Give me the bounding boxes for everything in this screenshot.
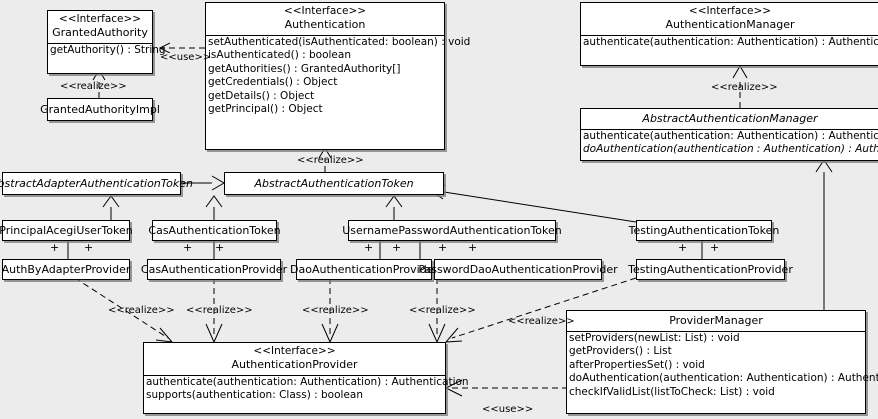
compartment-separator: setAuthenticated(isAuthenticated: boolea… [206,35,471,116]
class-auth-by-adapter-provider[interactable]: AuthByAdapterProvider [2,259,130,280]
association-marker-plus: + [468,241,478,254]
class-authentication-manager[interactable]: <<Interface>> AuthenticationManager auth… [580,2,878,66]
class-cas-authentication-token[interactable]: CasAuthenticationToken [148,220,281,241]
class-name-label: AuthenticationProvider [231,358,358,371]
member-row: isAuthenticated() : boolean [208,49,351,62]
member-row: afterPropertiesSet() : void [569,358,705,371]
edge-label-use-granted-authority: <<use>> [160,52,212,63]
edge-label-realize-authentication-manager: <<realize>> [711,82,778,93]
member-row: checkIfValidList(listToCheck: List) : vo… [569,385,775,398]
member-row: doAuthentication(authentication: Authent… [569,372,878,385]
stereotype-label: <<Interface>> [283,5,367,17]
member-row: setProviders(newList: List) : void [569,332,740,344]
association-marker-plus: + [183,241,193,254]
member-row: authenticate(authentication: Authenticat… [583,130,878,142]
member-row: supports(authentication: Class) : boolea… [146,389,363,402]
class-abstract-adapter-authentication-token[interactable]: AbstractAdapterAuthenticationToken [0,172,193,195]
class-header: <<Interface>> AuthenticationProvider [144,343,445,375]
edge-label-realize-cas-provider: <<realize>> [186,305,253,316]
association-marker-plus: + [364,241,374,254]
class-cas-authentication-provider[interactable]: CasAuthenticationProvider [141,259,287,280]
class-username-password-authentication-token[interactable]: UsernamePasswordAuthenticationToken [342,220,562,241]
edge-label-realize-testing-provider: <<realize>> [508,316,575,327]
class-header: <<Interface>> AuthenticationManager [581,3,878,35]
class-name-label: AuthenticationManager [665,18,795,31]
class-name-label: TestingAuthenticationToken [628,224,780,237]
compartment-separator: authenticate(authentication: Authenticat… [144,375,469,403]
member-row: getAuthority() : String [50,44,166,56]
class-name-label: PrincipalAcegiUserToken [0,224,133,237]
compartment-separator: setProviders(newList: List) : void getPr… [567,331,878,399]
class-name-label: PasswordDaoAuthenticationProvider [418,263,618,276]
class-name-label: Authentication [284,18,366,31]
edge-label-realize-dao-provider: <<realize>> [302,305,369,316]
class-testing-authentication-token[interactable]: TestingAuthenticationToken [629,220,779,241]
member-row: getCredentials() : Object [208,76,338,89]
member-row: authenticate(authentication: Authenticat… [146,376,469,388]
association-marker-plus: + [710,241,720,254]
class-name-label: GrantedAuthority [52,26,148,39]
class-name-label: AbstractAuthenticationManager [642,112,818,125]
stereotype-label: <<Interface>> [58,13,142,25]
edge-label-realize-abstract-authentication-token: <<realize>> [297,155,364,166]
class-name-label: AbstractAdapterAuthenticationToken [0,177,193,190]
member-row: doAuthentication(authentication : Authen… [583,143,878,156]
class-provider-manager[interactable]: ProviderManager setProviders(newList: Li… [566,310,878,414]
class-granted-authority-impl[interactable]: GrantedAuthorityImpl [40,98,160,121]
member-row: getDetails() : Object [208,89,315,102]
class-abstract-authentication-manager[interactable]: AbstractAuthenticationManager authentica… [580,108,878,161]
association-marker-plus: + [84,241,94,254]
class-name-label: DaoAuthenticationProvider [290,263,438,276]
association-marker-plus: + [50,241,60,254]
class-header: ProviderManager [567,311,865,331]
class-name-label: AbstractAuthenticationToken [254,177,414,190]
association-marker-plus: + [438,241,448,254]
member-row: getPrincipal() : Object [208,103,323,116]
edge-label-realize-password-dao-provider: <<realize>> [409,305,476,316]
member-row: setAuthenticated(isAuthenticated: boolea… [208,36,471,48]
edge-label-realize-auth-by-adapter: <<realize>> [108,305,175,316]
class-header: <<Interface>> Authentication [206,3,444,35]
class-name-label: UsernamePasswordAuthenticationToken [342,224,562,237]
class-name-label: GrantedAuthorityImpl [40,103,160,116]
class-header: AbstractAuthenticationManager [581,109,878,129]
class-authentication[interactable]: <<Interface>> Authentication setAuthenti… [205,2,471,150]
class-testing-authentication-provider[interactable]: TestingAuthenticationProvider [628,259,793,280]
member-row: authenticate(authentication: Authenticat… [583,36,878,48]
compartment-separator: getAuthority() : String [48,43,166,57]
compartment-separator: authenticate(authentication: Authenticat… [581,129,878,157]
edge-label-realize-granted-authority-impl: <<realize>> [60,81,127,92]
class-principal-acegi-user-token[interactable]: PrincipalAcegiUserToken [0,220,133,241]
member-row: getAuthorities() : GrantedAuthority[] [208,62,401,75]
edge-label-use-provider-manager: <<use>> [482,404,534,415]
class-password-dao-authentication-provider[interactable]: PasswordDaoAuthenticationProvider [418,259,618,280]
class-dao-authentication-provider[interactable]: DaoAuthenticationProvider [290,259,438,280]
compartment-separator: authenticate(authentication: Authenticat… [581,35,878,49]
class-granted-authority[interactable]: <<Interface>> GrantedAuthority getAuthor… [47,10,166,74]
stereotype-label: <<Interface>> [688,5,772,17]
class-abstract-authentication-token[interactable]: AbstractAuthenticationToken [224,172,444,195]
class-authentication-provider[interactable]: <<Interface>> AuthenticationProvider aut… [143,342,469,414]
member-row: getProviders() : List [569,345,672,358]
class-name-label: TestingAuthenticationProvider [628,263,793,276]
association-marker-plus: + [215,241,225,254]
class-name-label: CasAuthenticationToken [148,224,281,237]
stereotype-label: <<Interface>> [253,345,336,357]
class-name-label: AuthByAdapterProvider [1,263,131,276]
class-header: <<Interface>> GrantedAuthority [48,11,152,43]
class-name-label: ProviderManager [669,314,763,327]
association-marker-plus: + [678,241,688,254]
association-marker-plus: + [392,241,402,254]
class-name-label: CasAuthenticationProvider [140,263,288,276]
